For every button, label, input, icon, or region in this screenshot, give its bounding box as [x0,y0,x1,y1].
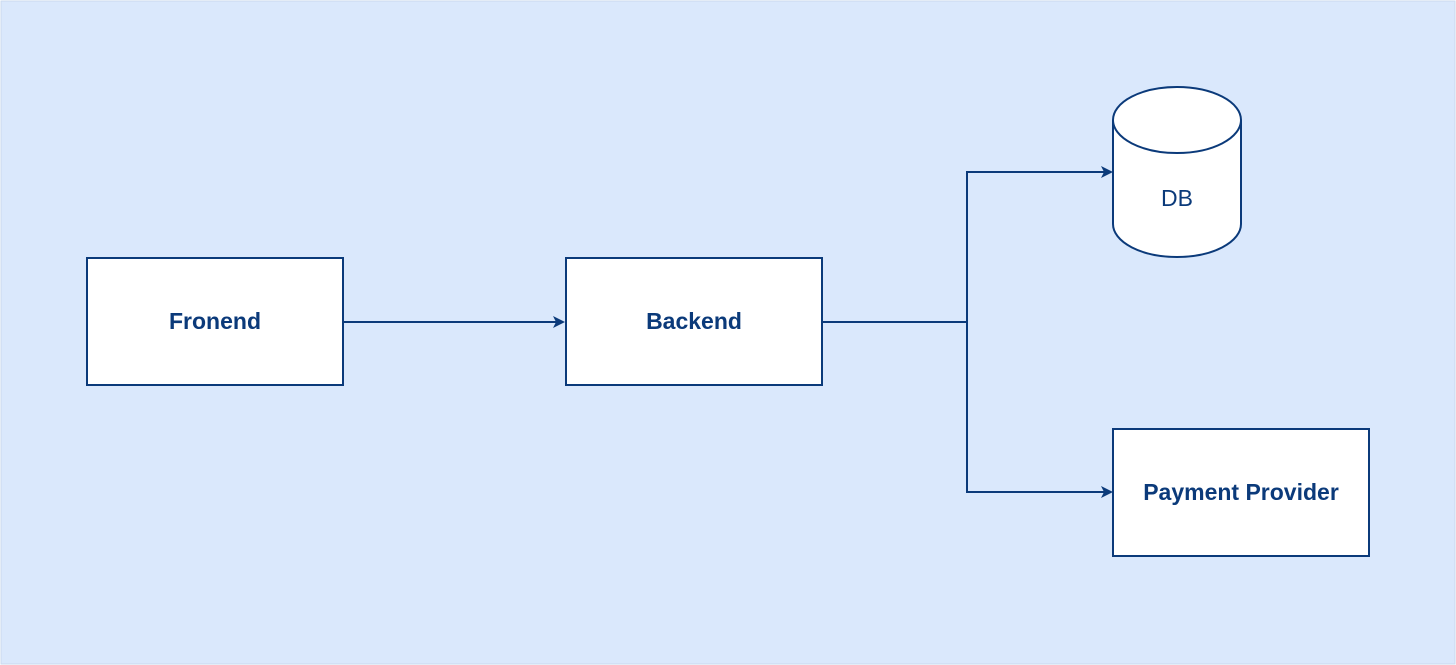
frontend-node[interactable]: Fronend [86,257,344,386]
db-node[interactable]: DB [1112,86,1242,258]
edge-backend-to-payment-provider [966,322,1113,498]
payment-provider-label: Payment Provider [1143,479,1339,505]
payment-provider-box [1112,428,1370,557]
frontend-label: Fronend [169,308,261,334]
db-cylinder-body [1112,120,1242,258]
db-cylinder-top [1112,86,1242,154]
payment-provider-node[interactable]: Payment Provider [1112,428,1370,557]
backend-node[interactable]: Backend [565,257,823,386]
db-label: DB [1161,185,1193,211]
backend-box [565,257,823,386]
frontend-box [86,257,344,386]
edge-backend-to-db [966,166,1113,322]
backend-label: Backend [646,308,742,334]
